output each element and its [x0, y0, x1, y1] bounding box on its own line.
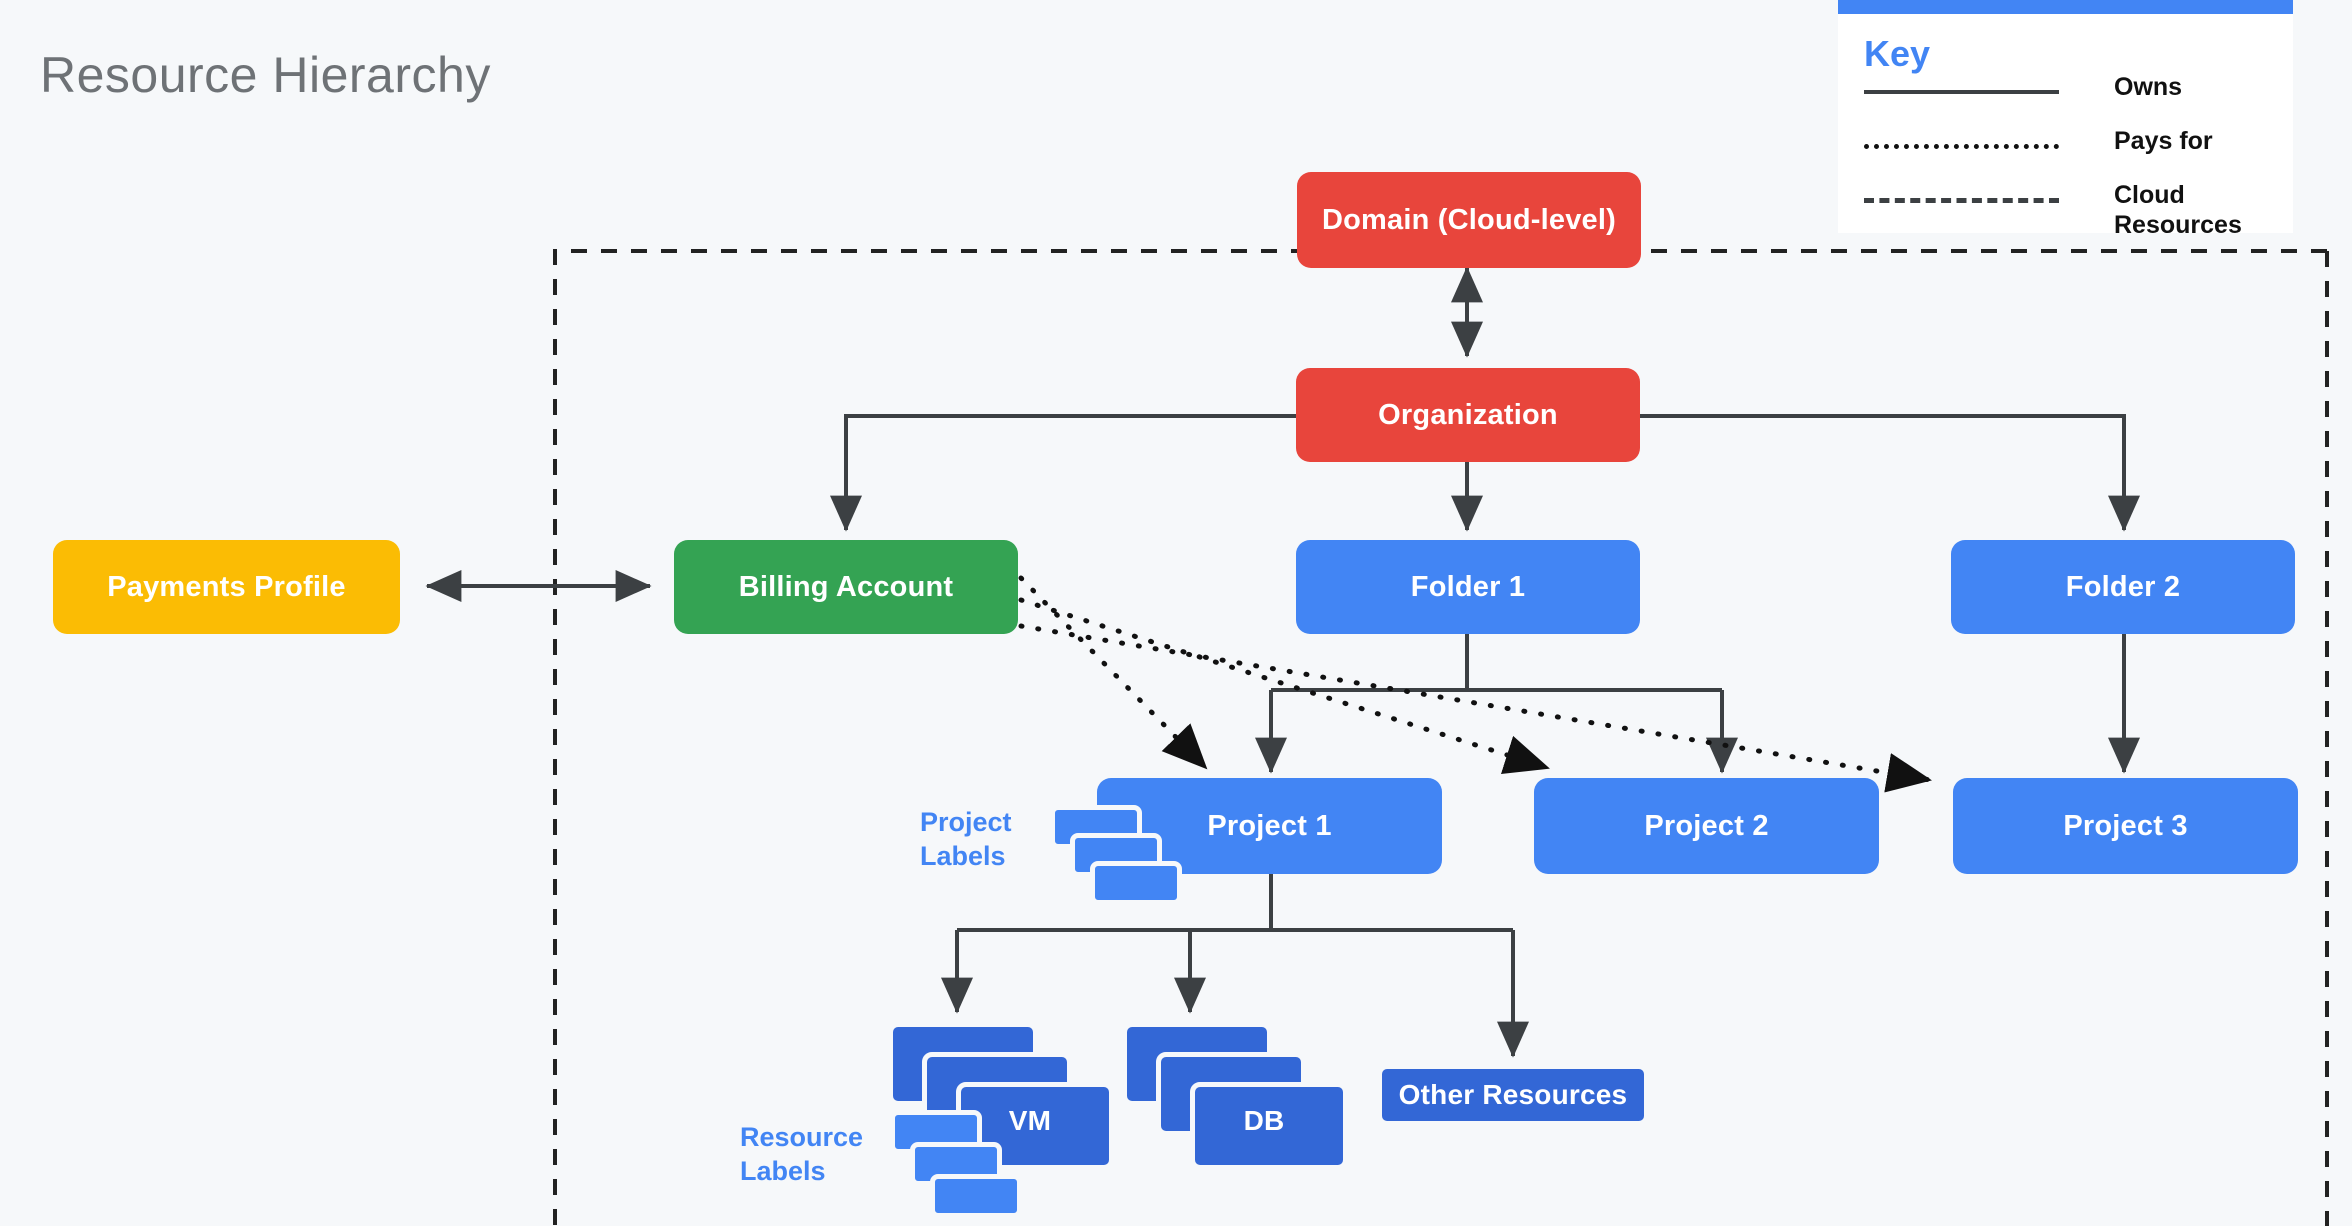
node-vm-label: VM [1008, 1105, 1052, 1136]
node-folder-1-label: Folder 1 [1410, 570, 1526, 603]
key-accent-bar [1838, 0, 2293, 14]
edge-organization-folder2 [1638, 414, 2140, 532]
node-db-label: DB [1243, 1105, 1285, 1136]
legend-label-cloud-resources-text: Cloud Resources [2114, 181, 2242, 239]
node-billing-account-label: Billing Account [738, 570, 954, 603]
legend-label-owns: Owns [2114, 73, 2183, 101]
node-db-label-box[interactable]: DB [1190, 1082, 1338, 1160]
legend-row-owns: Owns [1864, 72, 2284, 112]
resource-labels-icon [890, 1110, 1022, 1218]
legend-label-pays-for: Pays for [2114, 127, 2213, 155]
key-legend-card: Key Owns Pays for Cloud Resources [1838, 0, 2293, 239]
legend-row-cloud-resources: Cloud Resources [1864, 180, 2284, 239]
key-title: Key [1864, 33, 1931, 74]
node-payments-profile-label: Payments Profile [107, 570, 346, 603]
edge-billing-pays-project1 [1018, 575, 1209, 771]
edge-organization-billing [830, 414, 1296, 532]
node-project-1-label: Project 1 [1207, 809, 1332, 842]
solid-line-icon [1864, 90, 2059, 94]
node-folder-2[interactable]: Folder 2 [1951, 540, 2295, 634]
resource-labels-annotation: Resource Labels [740, 1120, 900, 1188]
legend-row-pays-for: Pays for [1864, 126, 2284, 166]
node-project-2[interactable]: Project 2 [1534, 778, 1879, 874]
node-other-resources[interactable]: Other Resources [1377, 1064, 1649, 1126]
project-labels-line-1: Project [920, 807, 1012, 837]
node-organization-label: Organization [1378, 398, 1558, 431]
legend-label-cloud-resources: Cloud Resources [2114, 180, 2294, 240]
dashed-line-icon [1864, 198, 2059, 203]
node-db[interactable] [1122, 1022, 1348, 1170]
node-payments-profile[interactable]: Payments Profile [53, 540, 400, 634]
node-folder-1[interactable]: Folder 1 [1296, 540, 1640, 634]
node-billing-account[interactable]: Billing Account [674, 540, 1018, 634]
res-label-card-3 [930, 1174, 1022, 1218]
node-project-2-label: Project 2 [1644, 809, 1769, 842]
node-domain-label: Domain (Cloud-level) [1321, 203, 1616, 236]
node-other-resources-label: Other Resources [1398, 1079, 1628, 1110]
node-domain[interactable]: Domain (Cloud-level) [1297, 172, 1641, 268]
edge-billing-pays-project3 [1018, 623, 1933, 793]
page-title: Resource Hierarchy [40, 47, 491, 103]
resource-labels-line-1: Resource [740, 1122, 864, 1152]
label-card-3 [1090, 861, 1182, 905]
node-folder-2-label: Folder 2 [2065, 570, 2181, 603]
project-labels-line-2: Labels [920, 841, 1006, 871]
edge-project1-split [957, 874, 1513, 932]
project-labels-icon [1050, 805, 1182, 905]
node-project-3[interactable]: Project 3 [1953, 778, 2298, 874]
project-labels-annotation: Project Labels [920, 805, 1040, 873]
edge-folder1-split [1271, 632, 1722, 692]
resource-labels-line-2: Labels [740, 1156, 826, 1186]
db-card-front [1190, 1082, 1348, 1170]
node-project-3-label: Project 3 [2063, 809, 2188, 842]
dotted-line-icon [1864, 144, 2059, 149]
node-organization[interactable]: Organization [1296, 368, 1640, 462]
node-vm-label-box[interactable]: VM [956, 1082, 1104, 1160]
